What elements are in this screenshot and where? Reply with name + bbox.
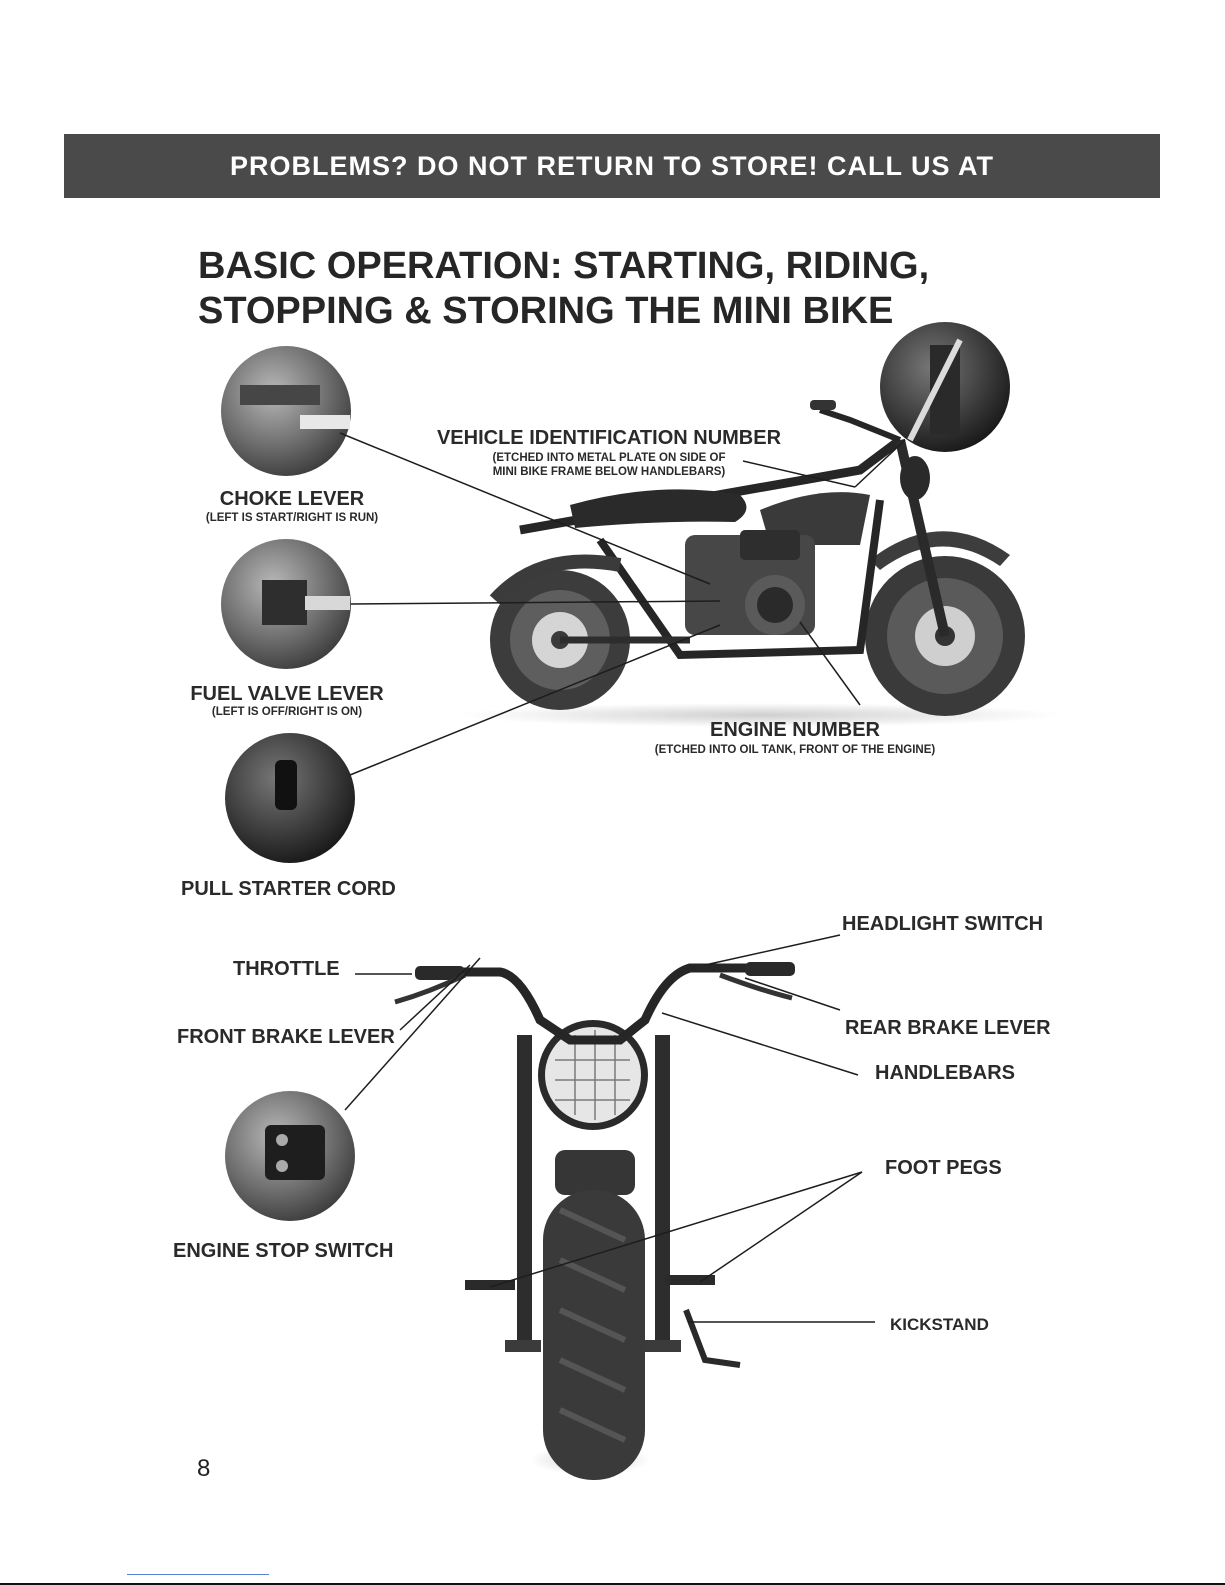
detail-choke-circle bbox=[221, 346, 351, 476]
choke-lever-label: CHOKE LEVER bbox=[219, 488, 365, 510]
choke-lever-note: (LEFT IS START/RIGHT IS RUN) bbox=[205, 512, 379, 524]
throttle-grip bbox=[415, 966, 465, 980]
front-brake-lever-label: FRONT BRAKE LEVER bbox=[177, 1026, 395, 1048]
vin-note-line-1: (ETCHED INTO METAL PLATE ON SIDE OF bbox=[492, 452, 726, 464]
vin-label: VEHICLE IDENTIFICATION NUMBER bbox=[436, 427, 782, 449]
title-line-2: STOPPING & STORING THE MINI BIKE bbox=[198, 290, 894, 332]
foot-pegs-label: FOOT PEGS bbox=[885, 1157, 1002, 1179]
header-banner: PROBLEMS? DO NOT RETURN TO STORE! CALL U… bbox=[64, 134, 1160, 198]
front-tire bbox=[543, 1190, 645, 1480]
page-title: BASIC OPERATION: STARTING, RIDING, STOPP… bbox=[198, 244, 929, 334]
fuel-valve-label: FUEL VALVE LEVER bbox=[190, 683, 384, 705]
front-callout-lines bbox=[344, 934, 875, 1323]
engine-number-note: (ETCHED INTO OIL TANK, FRONT OF THE ENGI… bbox=[654, 744, 936, 756]
engine-number-label: ENGINE NUMBER bbox=[709, 719, 880, 741]
banner-text: PROBLEMS? DO NOT RETURN TO STORE! CALL U… bbox=[229, 150, 994, 181]
fuel-valve-note: (LEFT IS OFF/RIGHT IS ON) bbox=[211, 706, 363, 718]
detail-fuel-valve-circle bbox=[221, 539, 351, 669]
seat bbox=[570, 489, 747, 528]
detail-engine-stop-circle bbox=[225, 1091, 355, 1221]
front-view-bike bbox=[394, 962, 795, 1480]
engine-stop-switch-label: ENGINE STOP SWITCH bbox=[173, 1240, 394, 1262]
throttle-label: THROTTLE bbox=[233, 958, 340, 980]
detail-vin-circle bbox=[880, 322, 1010, 452]
handlebars-label: HANDLEBARS bbox=[875, 1062, 1015, 1084]
vin-note-line-2: MINI BIKE FRAME BELOW HANDLEBARS) bbox=[492, 466, 726, 478]
detail-pull-starter-circle bbox=[225, 733, 355, 863]
side-callout-lines bbox=[339, 432, 906, 776]
bottom-rule bbox=[0, 1583, 1225, 1585]
pull-starter-label: PULL STARTER CORD bbox=[181, 878, 396, 900]
side-view-bike bbox=[460, 400, 1060, 727]
title-line-1: BASIC OPERATION: STARTING, RIDING, bbox=[198, 245, 930, 287]
page-number: 8 bbox=[197, 1455, 211, 1482]
headlight-switch-label: HEADLIGHT SWITCH bbox=[842, 913, 1044, 935]
rear-brake-lever-label: REAR BRAKE LEVER bbox=[845, 1017, 1051, 1039]
footer-link-underline bbox=[127, 1574, 269, 1575]
kickstand-label: KICKSTAND bbox=[890, 1315, 989, 1334]
side-headlight bbox=[900, 456, 930, 500]
